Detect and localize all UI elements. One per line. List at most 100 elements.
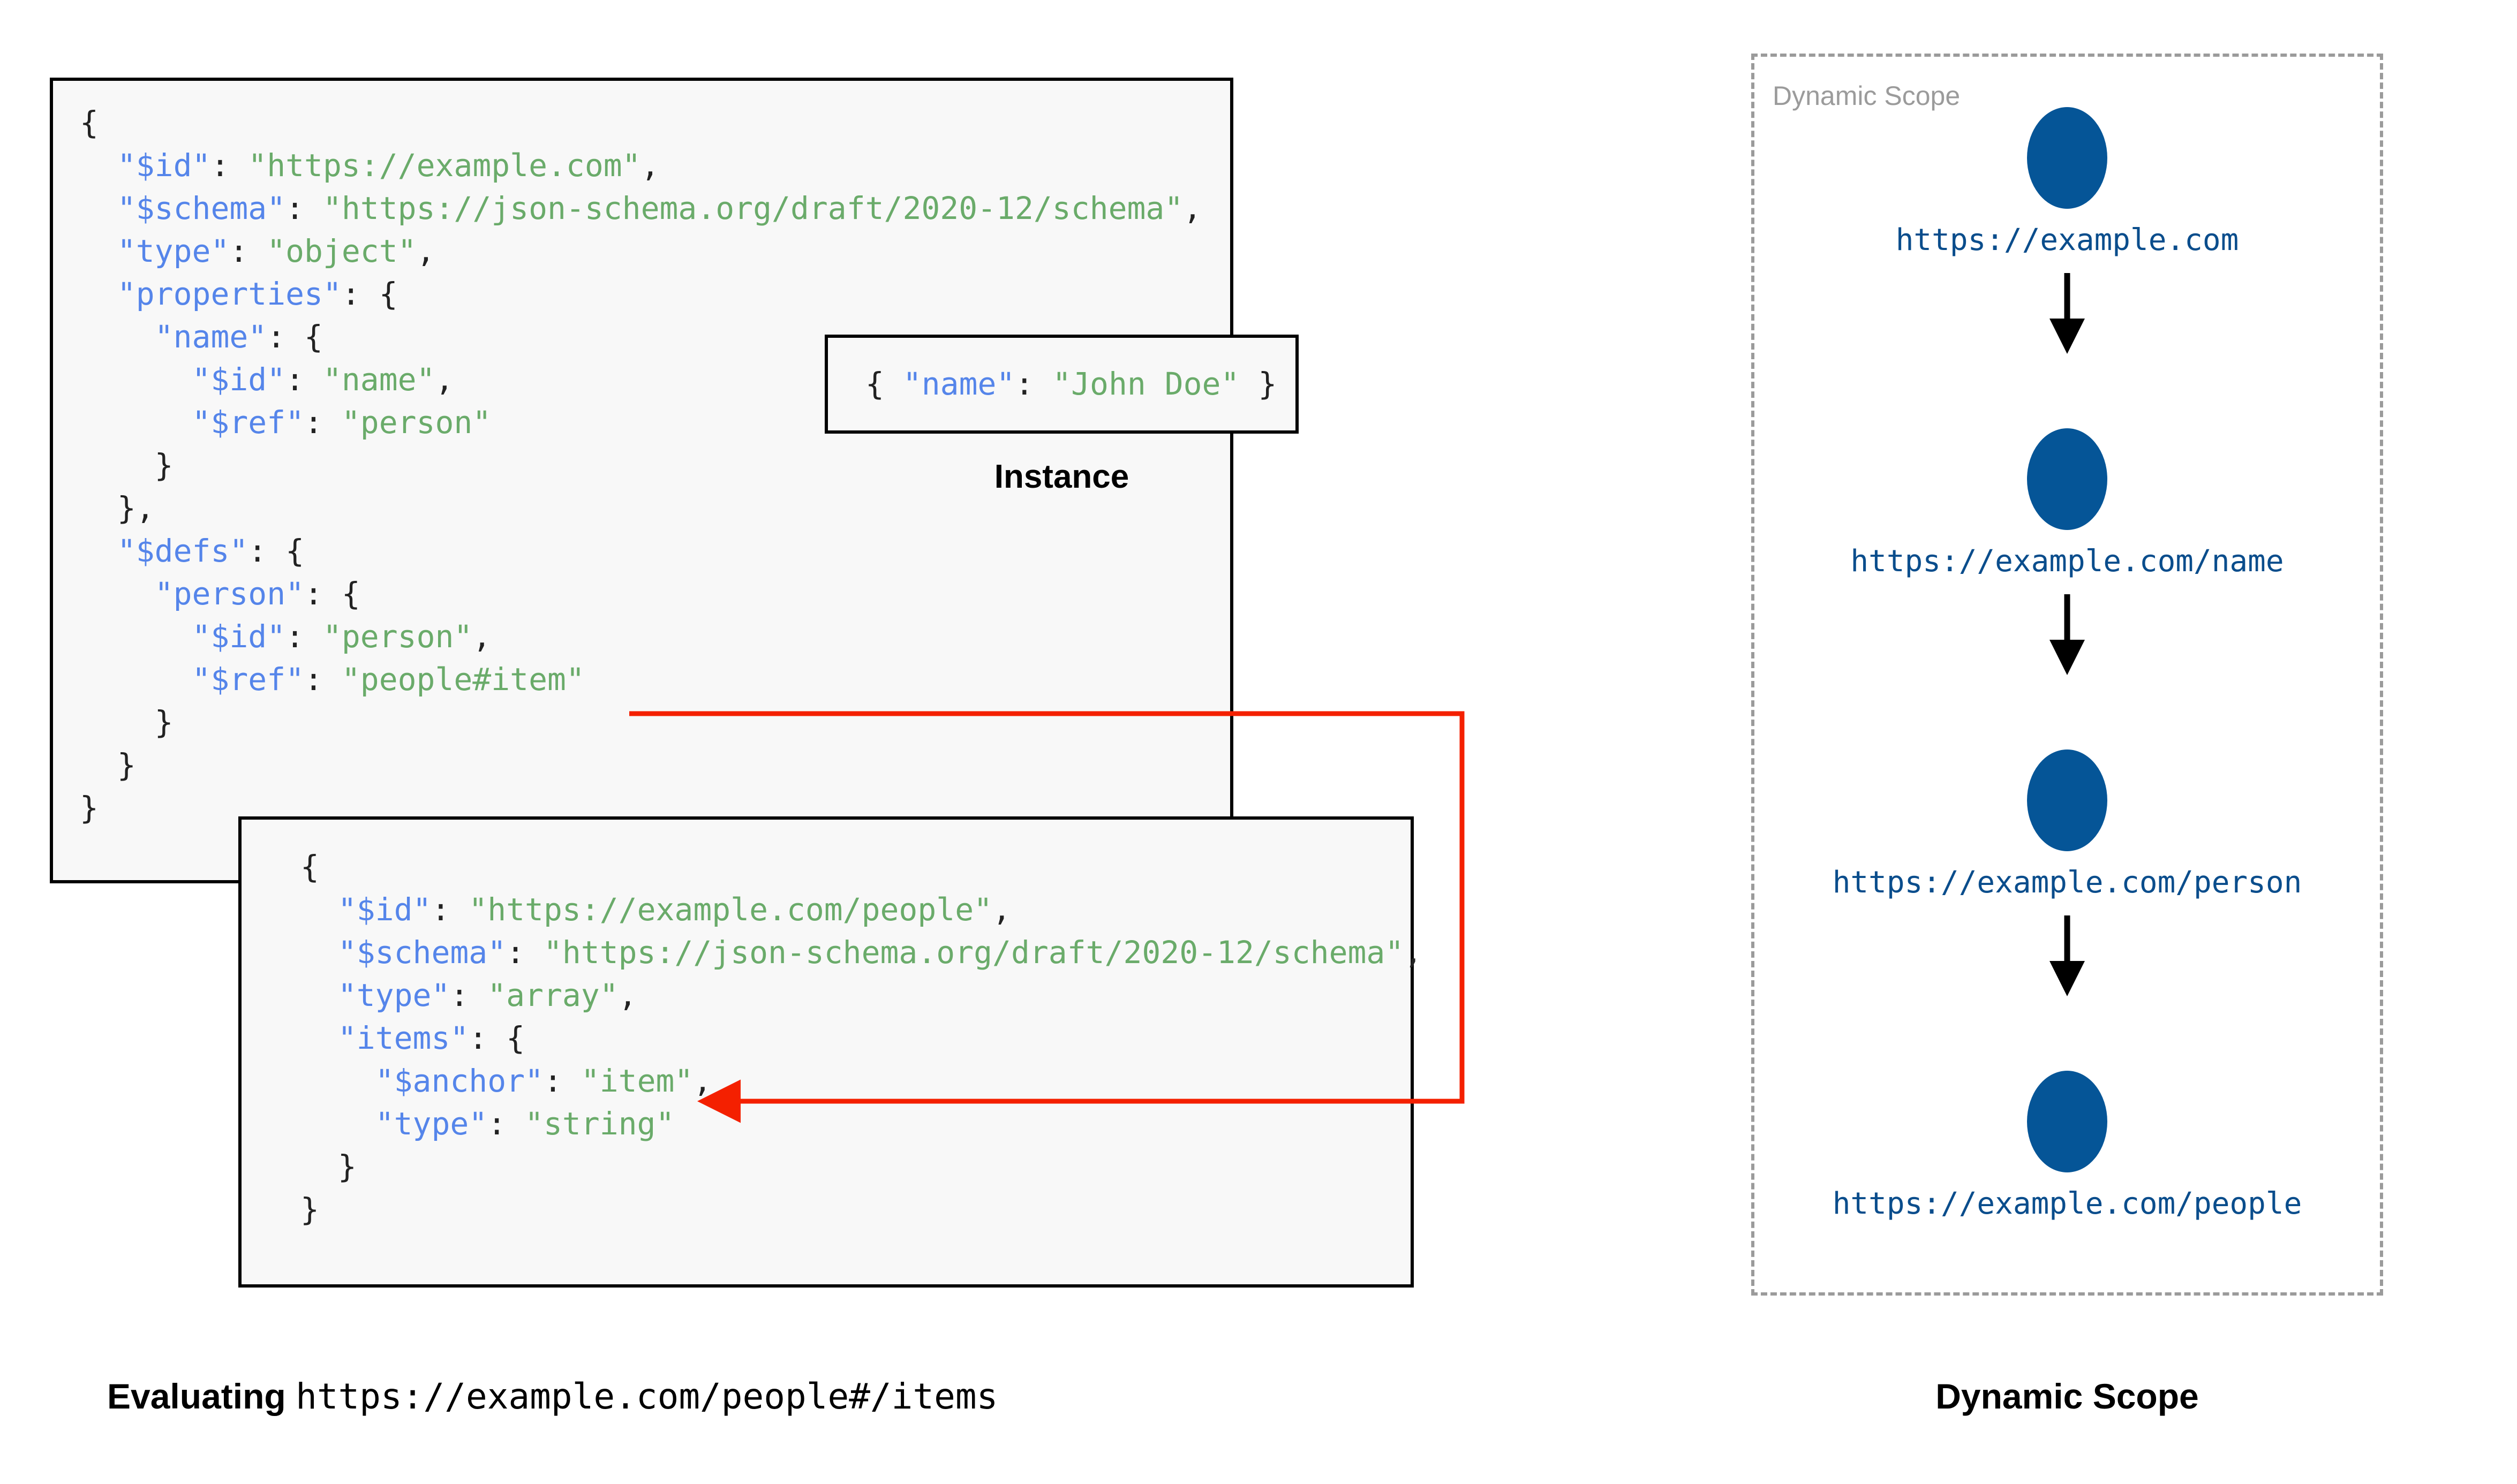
json-punct <box>80 147 117 184</box>
json-punct <box>80 361 192 398</box>
dynamic-scope-caption: Dynamic Scope <box>1935 1376 2199 1416</box>
code-line: { <box>80 101 1202 144</box>
json-punct: } <box>80 704 174 740</box>
evaluating-label: Evaluating <box>107 1376 296 1416</box>
json-punct: } <box>80 790 99 826</box>
json-punct <box>300 891 338 928</box>
scope-node-2: https://example.com/name <box>1751 428 2383 579</box>
code-line: } <box>80 786 1202 829</box>
json-punct <box>300 934 338 971</box>
json-punct: , <box>435 361 454 398</box>
json-punct: , <box>640 147 660 184</box>
code-line: "$ref": "people#item" <box>80 658 1202 701</box>
json-punct: : <box>506 934 544 971</box>
json-punct <box>80 319 155 355</box>
code-line: "type": "array", <box>300 974 1422 1017</box>
json-punct: : <box>450 977 488 1013</box>
code-line: "name": { <box>80 315 1202 358</box>
json-punct: , <box>992 891 1011 928</box>
scope-arrow-1 <box>2049 273 2085 354</box>
scope-node-circle <box>2027 1071 2107 1172</box>
scope-node-4: https://example.com/people <box>1751 1071 2383 1221</box>
scope-node-1: https://example.com <box>1751 107 2383 258</box>
json-punct: : <box>304 404 342 441</box>
json-string: "person" <box>322 618 473 655</box>
json-punct: : <box>210 147 248 184</box>
json-punct: : { <box>248 533 305 569</box>
code-line: } <box>80 701 1202 744</box>
json-punct <box>300 1106 375 1142</box>
dynamic-scope-panel <box>1751 54 2383 1296</box>
scope-node-circle <box>2027 749 2107 851</box>
code-line: "person": { <box>80 572 1202 615</box>
json-key: "person" <box>154 576 305 612</box>
json-string: "https://example.com" <box>248 147 641 184</box>
json-key: "type" <box>337 977 450 1013</box>
json-key: "name" <box>154 319 267 355</box>
json-punct: : { <box>469 1020 525 1056</box>
code-line: "$schema": "https://json-schema.org/draf… <box>80 187 1202 230</box>
json-punct: , <box>618 977 637 1013</box>
json-punct: : <box>285 361 323 398</box>
code-line: "items": { <box>300 1017 1422 1059</box>
scope-arrow-2 <box>2049 594 2085 675</box>
code-line: "$anchor": "item", <box>300 1059 1422 1102</box>
scope-arrow-3 <box>2049 915 2085 996</box>
json-punct <box>80 618 192 655</box>
json-punct <box>80 661 192 698</box>
scope-node-label: https://example.com/person <box>1832 865 2302 900</box>
json-punct: } <box>300 1148 357 1185</box>
json-string: "https://json-schema.org/draft/2020-12/s… <box>322 190 1184 226</box>
json-string: "name" <box>322 361 435 398</box>
code-line: "$ref": "person" <box>80 401 1202 444</box>
scope-node-3: https://example.com/person <box>1751 749 2383 900</box>
json-punct: : <box>431 891 469 928</box>
json-string: "https://json-schema.org/draft/2020-12/s… <box>543 934 1404 971</box>
code-line: "type": "object", <box>80 230 1202 272</box>
json-key: "$id" <box>192 361 286 398</box>
json-punct <box>80 233 117 269</box>
json-punct: : { <box>267 319 323 355</box>
json-punct: : <box>1015 366 1053 402</box>
json-punct <box>80 404 192 441</box>
scope-node-label: https://example.com/people <box>1832 1186 2302 1221</box>
code-line: "$schema": "https://json-schema.org/draf… <box>300 931 1422 974</box>
json-key: "$ref" <box>192 404 305 441</box>
json-punct: } <box>80 447 174 483</box>
json-key: "$ref" <box>192 661 305 698</box>
json-string: "people#item" <box>341 661 585 698</box>
code-line: "$id": "person", <box>80 615 1202 658</box>
json-key: "$id" <box>192 618 286 655</box>
json-key: "$id" <box>117 147 211 184</box>
json-punct <box>80 576 155 612</box>
json-punct: : <box>229 233 267 269</box>
json-punct: , <box>1183 190 1202 226</box>
json-key: "$defs" <box>117 533 248 569</box>
root-schema-code: { "$id": "https://example.com", "$schema… <box>80 101 1202 829</box>
instance-caption: Instance <box>994 458 1129 495</box>
json-punct: , <box>416 233 435 269</box>
instance-code: { "name": "John Doe" } <box>865 362 1277 405</box>
json-punct: { <box>865 366 903 402</box>
json-punct: : <box>285 190 323 226</box>
json-punct: : { <box>341 276 398 312</box>
json-string: "item" <box>581 1063 694 1099</box>
json-punct: { <box>300 849 319 885</box>
people-schema-box: { "$id": "https://example.com/people", "… <box>238 816 1422 1288</box>
json-key: "$schema" <box>117 190 286 226</box>
json-punct: } <box>80 747 136 783</box>
people-schema-code: { "$id": "https://example.com/people", "… <box>300 845 1422 1231</box>
code-line: } <box>300 1188 1422 1231</box>
code-line: "$id": "name", <box>80 358 1202 401</box>
json-key: "type" <box>375 1106 488 1142</box>
json-punct: , <box>1404 934 1423 971</box>
code-line: } <box>80 444 1202 487</box>
json-string: "John Doe" <box>1052 366 1240 402</box>
json-punct: : <box>487 1106 525 1142</box>
json-punct: , <box>472 618 492 655</box>
json-punct: : <box>543 1063 581 1099</box>
json-punct: } <box>300 1191 319 1228</box>
code-line: "properties": { <box>80 272 1202 315</box>
code-line: { <box>300 845 1422 888</box>
json-key: "properties" <box>117 276 342 312</box>
